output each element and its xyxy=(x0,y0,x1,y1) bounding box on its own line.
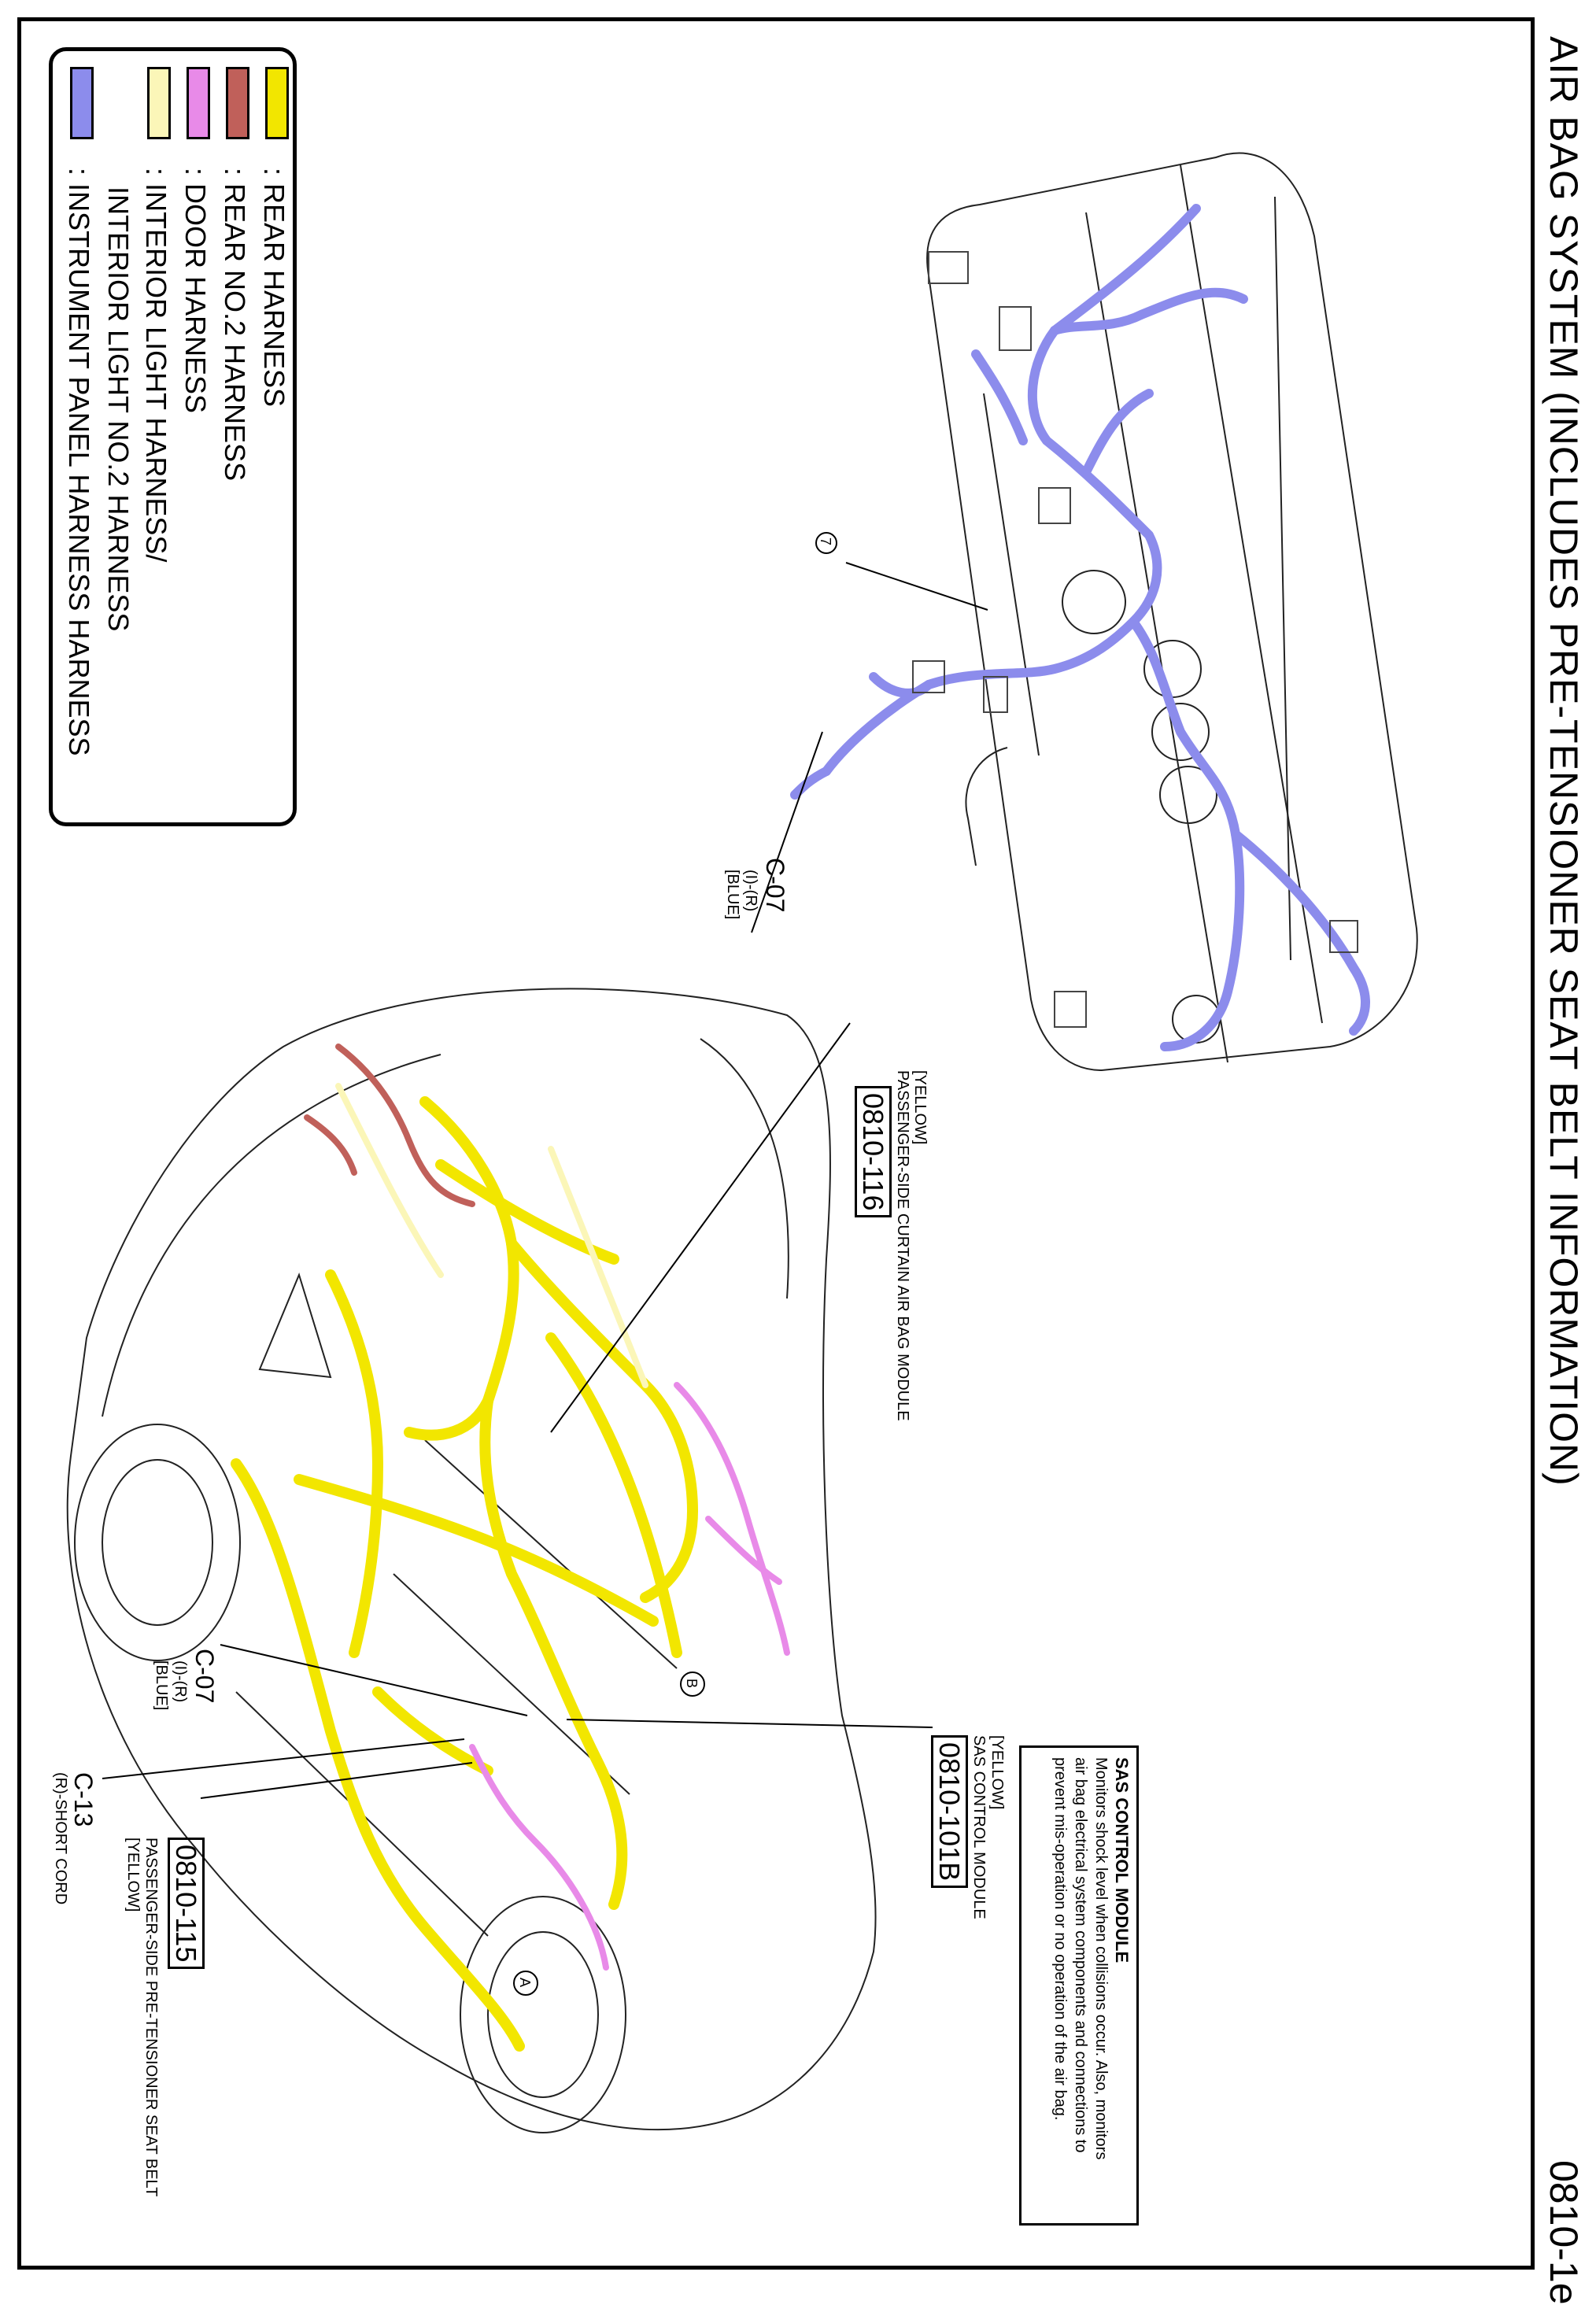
swatch-rear-harness xyxy=(265,67,289,139)
sas-ref-name: SAS CONTROL MODULE xyxy=(970,1735,988,1919)
c07-dash-id: C-07 xyxy=(761,858,789,913)
marker-a-label: A xyxy=(517,1978,533,1988)
c07-car-id: C-07 xyxy=(190,1649,219,1704)
rear-no2-harness xyxy=(304,1044,475,1207)
curtain-color: [YELLOW] xyxy=(911,1070,929,1145)
c07-dash-sub: (I)-(R) xyxy=(742,870,759,912)
marker-a xyxy=(513,1971,538,1996)
pretensioner-color: [YELLOW] xyxy=(124,1838,142,1912)
pretensioner-name: PASSENGER-SIDE PRE-TENSIONER SEAT BELT xyxy=(142,1838,160,2197)
sas-box-title: SAS CONTROL MODULE xyxy=(1112,1757,1132,1963)
harness-legend: : REAR HARNESS : REAR NO.2 HARNESS : DOO… xyxy=(49,47,297,826)
c07-car-sub: (I)-(R) xyxy=(172,1660,189,1703)
car-body-outline xyxy=(66,988,877,2131)
swatch-door-harness xyxy=(187,67,210,139)
swatch-interior-light-harness xyxy=(147,67,171,139)
door-harness xyxy=(469,1382,790,1971)
swatch-rear-no2-harness xyxy=(226,67,249,139)
rear-harness xyxy=(231,1096,698,2052)
marker-7-label: 7 xyxy=(818,537,833,546)
marker-b xyxy=(680,1671,705,1697)
swatch-instrument-panel-harness xyxy=(70,67,94,139)
c07-car-color: [BLUE] xyxy=(153,1660,170,1711)
instrument-panel-outline xyxy=(926,152,1418,1072)
leader-lines xyxy=(102,562,988,1799)
sas-box-line-1: Monitors shock level when collisions occ… xyxy=(1092,1757,1110,2160)
sas-ref-color: [YELLOW] xyxy=(988,1735,1006,1810)
page-frame xyxy=(17,17,1535,2270)
c13-sub: (R)-SHORT CORD xyxy=(52,1772,69,1905)
curtain-code: 0810-116 xyxy=(854,1086,892,1218)
curtain-name: PASSENGER-SIDE CURTAIN AIR BAG MODULE xyxy=(894,1070,911,1421)
sas-description-box: SAS CONTROL MODULE Monitors shock level … xyxy=(1019,1745,1139,2226)
interior-light-harness xyxy=(335,1083,648,1388)
marker-b-label: B xyxy=(684,1679,700,1689)
sas-ref-code: 0810-101B xyxy=(930,1735,968,1889)
pretensioner-code: 0810-115 xyxy=(167,1838,205,1970)
rear-wheel xyxy=(74,1424,241,1661)
c07-dash-color: [BLUE] xyxy=(724,870,741,920)
instrument-panel-connectors xyxy=(912,251,1358,1028)
front-wheel xyxy=(460,1896,626,2133)
sas-box-line-2: air bag electrical system components and… xyxy=(1072,1757,1089,2153)
instrument-panel-harness xyxy=(790,204,1370,1051)
marker-7 xyxy=(815,532,837,554)
sas-box-line-3: prevent mis-operation or no operation of… xyxy=(1051,1757,1069,2121)
c13-id: C-13 xyxy=(69,1772,98,1827)
